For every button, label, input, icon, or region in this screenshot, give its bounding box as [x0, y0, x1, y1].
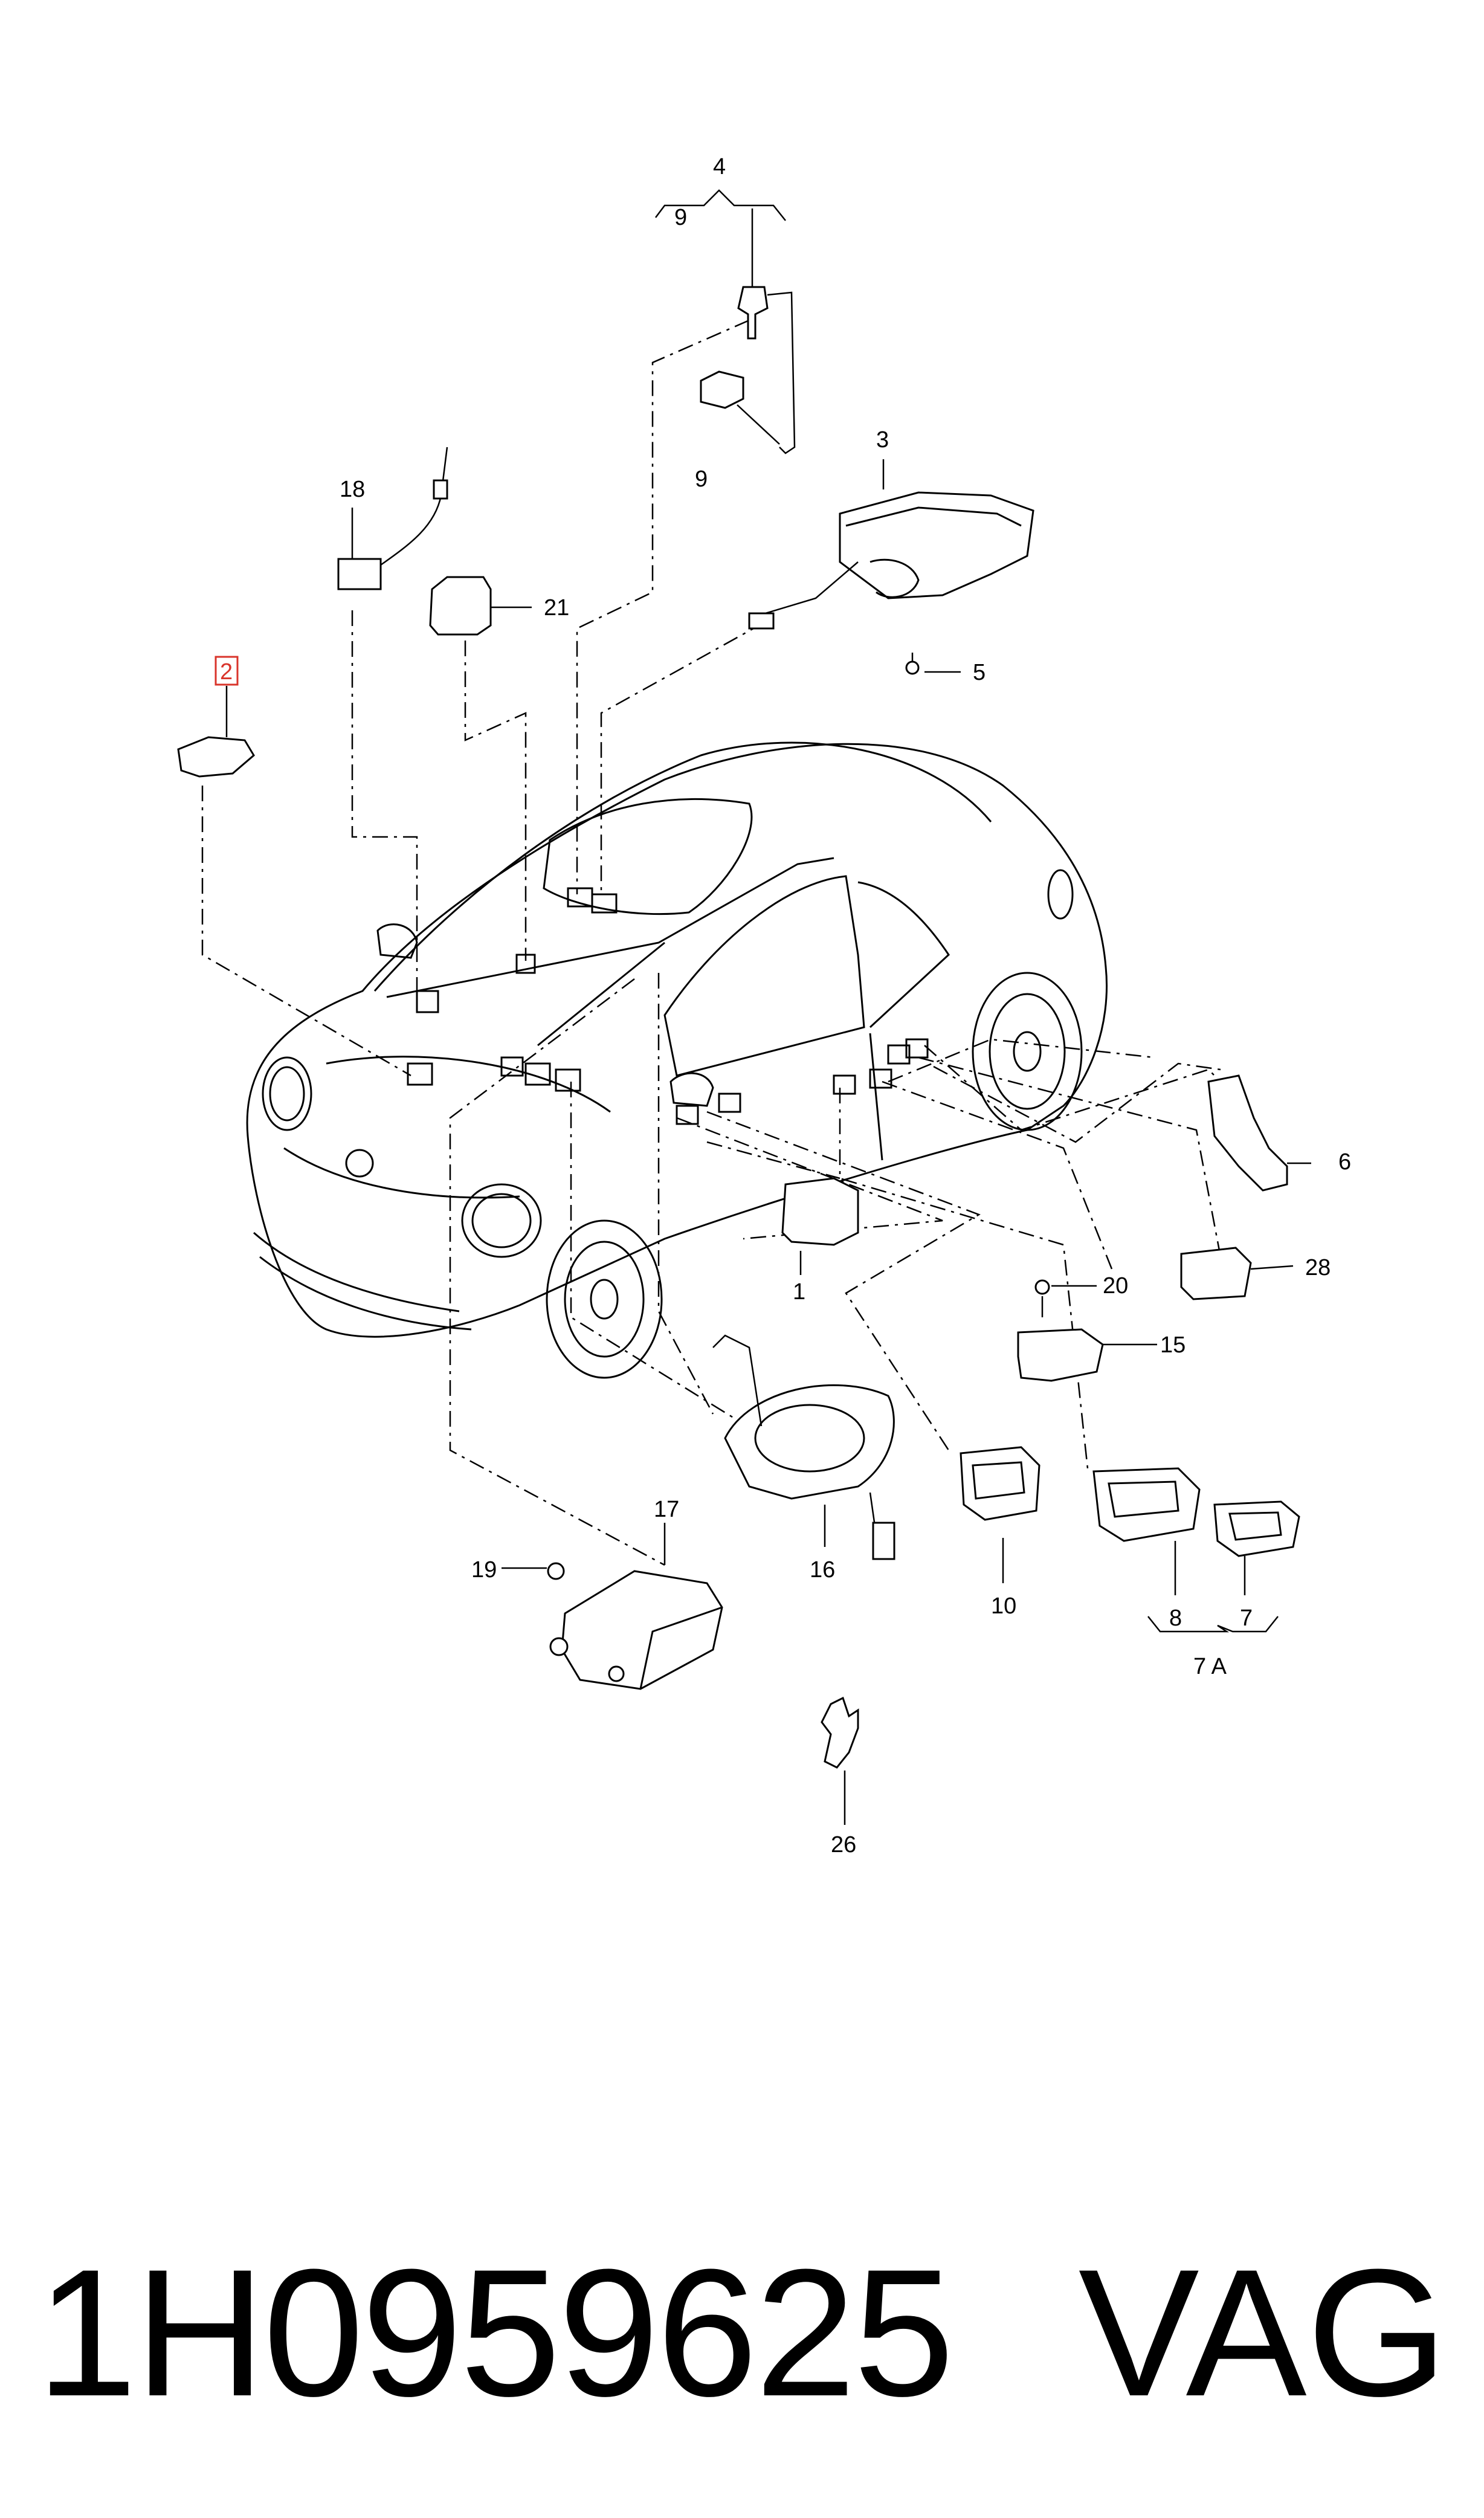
callout-2: 2	[220, 659, 233, 685]
callout-labels: 4 9 9 3 5 18 21 1 6 28 20 15 16 10 8 7 7…	[215, 154, 1351, 1858]
callout-15: 15	[1160, 1332, 1186, 1358]
callout-6: 6	[1338, 1149, 1351, 1175]
parts-exploded-diagram: 4 9 9 3 5 18 21 1 6 28 20 15 16 10 8 7 7…	[177, 154, 1351, 1858]
leader-lines	[201, 319, 1222, 1566]
callout-19: 19	[471, 1557, 497, 1583]
callout-20: 20	[1103, 1273, 1128, 1299]
part-21-switch	[429, 576, 532, 636]
brand-label: VAG	[1078, 2231, 1448, 2434]
callout-7a: 7 A	[1193, 1654, 1227, 1679]
part-15-bracket	[1017, 1279, 1157, 1382]
callout-4: 4	[713, 154, 726, 179]
part-4-assembly	[655, 189, 796, 454]
part-17-airbag-control-unit	[502, 1523, 723, 1690]
callout-26: 26	[831, 1832, 856, 1858]
part-6-grommet	[1207, 1074, 1311, 1192]
callout-9-top: 9	[674, 205, 687, 230]
callout-21: 21	[544, 595, 569, 621]
car-illustration	[246, 741, 1108, 1379]
part-2-bulb	[177, 686, 255, 778]
callout-5: 5	[973, 660, 986, 685]
callout-10: 10	[991, 1593, 1016, 1619]
part-3-sunroof-motor	[748, 459, 1034, 675]
callout-3: 3	[876, 427, 889, 453]
part-8-switch-housing	[1092, 1467, 1201, 1595]
part-7-switch-housing	[1147, 1500, 1300, 1633]
callout-18: 18	[340, 477, 365, 502]
part-18-connector	[337, 447, 448, 590]
callout-2-highlight-box	[215, 656, 239, 686]
part-number: 1H0959625	[36, 2231, 954, 2434]
callout-16: 16	[810, 1557, 835, 1583]
part-10-window-switch	[960, 1446, 1040, 1583]
callout-7: 7	[1240, 1606, 1253, 1631]
footer: 1H0959625 VAG	[0, 2206, 1484, 2459]
callout-9-part: 9	[695, 466, 708, 492]
part-1-sensor	[781, 1177, 859, 1275]
callout-8: 8	[1169, 1606, 1182, 1631]
part-16-clock-spring	[712, 1334, 895, 1560]
callout-28: 28	[1305, 1255, 1331, 1280]
callout-17: 17	[654, 1497, 679, 1522]
part-26-clip	[821, 1696, 859, 1825]
callout-1: 1	[793, 1279, 805, 1305]
part-28-switch	[1180, 1247, 1294, 1300]
